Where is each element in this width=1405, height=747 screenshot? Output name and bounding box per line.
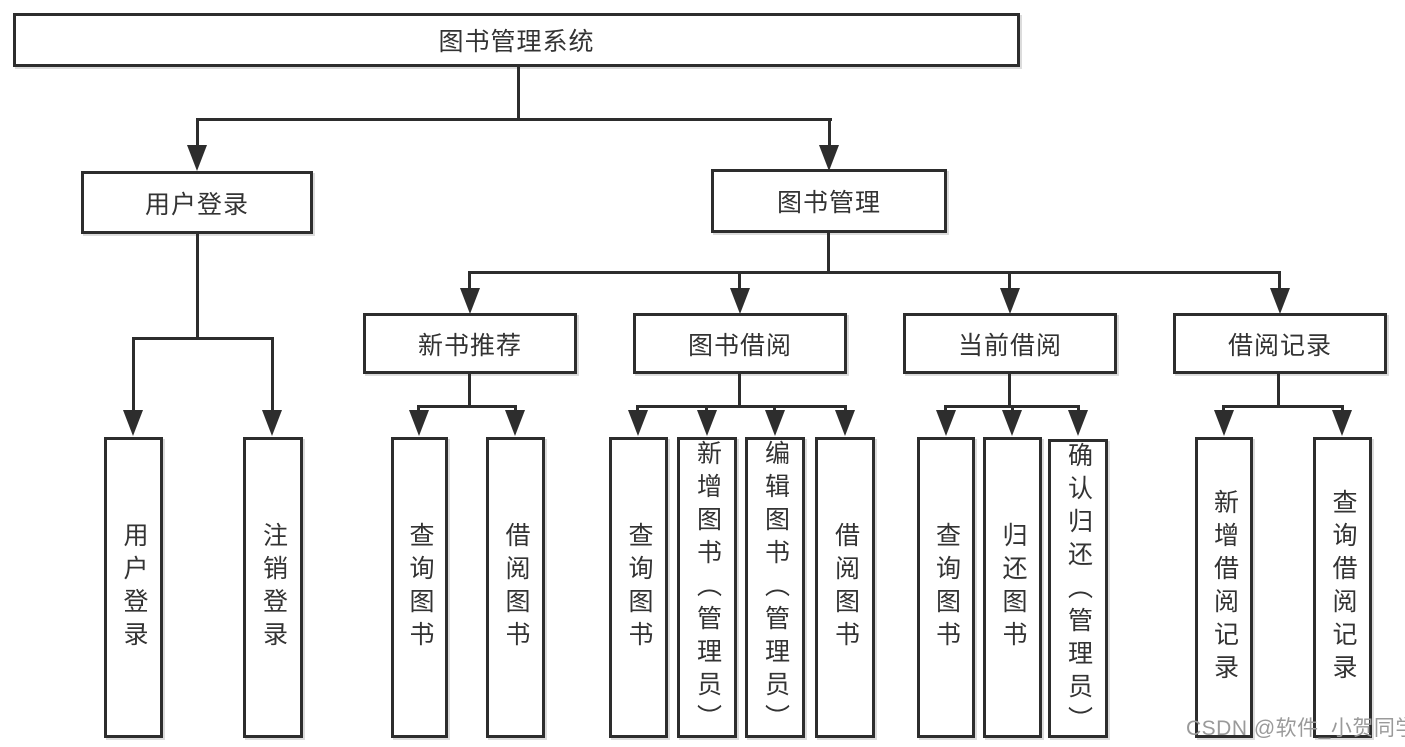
connector-root-hline	[196, 118, 832, 121]
connector-userlogin-stem	[196, 118, 199, 147]
node-label: 新增借阅记录	[1210, 488, 1239, 687]
connector-stem	[1008, 271, 1011, 290]
node-label: 借阅图书	[831, 521, 860, 654]
connector-hline	[417, 405, 517, 408]
node-borrow-records-label: 借阅记录	[1227, 331, 1332, 360]
connector-stem	[738, 271, 741, 290]
node-user-login-action-label: 用户登录	[120, 521, 148, 654]
connector-stem	[1077, 405, 1080, 412]
node-book-borrow: 图书借阅	[633, 313, 847, 374]
arrow-down-icon	[123, 410, 143, 436]
node-book-management-label: 图书管理	[776, 189, 881, 217]
node-borrow-records: 借阅记录	[1173, 313, 1387, 374]
csdn-watermark: CSDN @软件_小贺同学	[1186, 717, 1405, 740]
node-confirm-return-admin: 确认归还（管理员）	[1048, 439, 1108, 739]
node-borrow-books-recommend: 借阅图书	[486, 437, 545, 738]
arrow-down-icon	[697, 410, 717, 436]
node-label: 查询图书	[625, 521, 653, 654]
node-label: 借阅图书	[502, 521, 530, 654]
node-label: 查询图书	[932, 521, 961, 654]
arrow-down-icon	[1068, 410, 1088, 436]
node-new-book-recommend: 新书推荐	[363, 313, 577, 374]
node-borrow-books-action: 借阅图书	[815, 437, 875, 738]
node-user-login: 用户登录	[81, 171, 313, 234]
connector-bookmgmt-hline	[468, 271, 1281, 274]
connector-root-stub	[517, 67, 520, 119]
connector-stem	[514, 405, 517, 412]
node-root-label: 图书管理系统	[438, 28, 595, 56]
node-add-borrow-record: 新增借阅记录	[1195, 437, 1253, 738]
node-label: 新增图书（管理员）	[693, 440, 722, 737]
node-current-borrow: 当前借阅	[903, 313, 1117, 374]
arrow-down-icon	[835, 410, 855, 436]
connector-stub	[1008, 374, 1011, 405]
arrow-down-icon	[1214, 410, 1234, 436]
connector-bookmgmt-stub	[827, 233, 830, 271]
connector-stem	[1011, 405, 1014, 412]
node-label: 归还图书	[999, 521, 1027, 654]
node-query-books-recommend: 查询图书	[391, 437, 448, 738]
arrow-down-icon	[1000, 288, 1020, 314]
connector-stem	[705, 405, 708, 412]
connector-userlogin-stub	[196, 234, 199, 337]
node-query-borrow-record: 查询借阅记录	[1313, 437, 1372, 738]
connector-stem	[468, 271, 471, 290]
node-logout: 注销登录	[243, 437, 303, 738]
connector-stub	[738, 374, 741, 405]
node-root: 图书管理系统	[13, 13, 1020, 67]
arrow-down-icon	[460, 288, 480, 314]
connector-stem	[417, 405, 420, 412]
node-query-books-current: 查询图书	[917, 437, 975, 738]
connector-stem	[1222, 405, 1225, 412]
arrow-down-icon	[730, 288, 750, 314]
connector-stem	[636, 405, 639, 412]
connector-stem	[944, 405, 947, 412]
connector-hline	[1222, 405, 1344, 408]
node-user-login-label: 用户登录	[144, 190, 249, 219]
connector-hline	[636, 405, 847, 408]
node-query-books-borrow: 查询图书	[609, 437, 668, 738]
node-new-book-recommend-label: 新书推荐	[417, 331, 522, 360]
node-user-login-action: 用户登录	[104, 437, 163, 738]
node-label: 确认归还（管理员）	[1064, 442, 1093, 739]
arrow-down-icon	[1332, 410, 1352, 436]
connector-bookmgmt-stem	[828, 118, 831, 147]
arrow-down-icon	[505, 410, 525, 436]
node-book-borrow-label: 图书借阅	[687, 331, 792, 360]
arrow-down-icon	[819, 145, 839, 171]
arrow-down-icon	[1002, 410, 1022, 436]
arrow-down-icon	[409, 410, 429, 436]
node-label: 查询图书	[406, 521, 434, 654]
connector-stem	[271, 337, 274, 411]
connector-stem	[1341, 405, 1344, 412]
connector-stub	[468, 374, 471, 405]
arrow-down-icon	[765, 410, 785, 436]
node-current-borrow-label: 当前借阅	[957, 331, 1062, 360]
arrow-down-icon	[1270, 288, 1290, 314]
arrow-down-icon	[262, 410, 282, 436]
arrow-down-icon	[628, 410, 648, 436]
node-return-book: 归还图书	[983, 437, 1042, 738]
connector-stem	[132, 337, 135, 411]
node-add-book-admin: 新增图书（管理员）	[677, 437, 737, 738]
node-label: 查询借阅记录	[1329, 488, 1357, 687]
connector-stem	[1278, 271, 1281, 290]
node-book-management: 图书管理	[711, 169, 947, 233]
connector-userlogin-hline	[132, 337, 273, 340]
connector-stem	[844, 405, 847, 412]
node-edit-book-admin: 编辑图书（管理员）	[745, 437, 805, 738]
node-label: 编辑图书（管理员）	[761, 440, 790, 737]
arrow-down-icon	[936, 410, 956, 436]
connector-stem	[773, 405, 776, 412]
arrow-down-icon	[187, 145, 207, 171]
connector-stub	[1277, 374, 1280, 405]
node-logout-label: 注销登录	[259, 521, 288, 654]
